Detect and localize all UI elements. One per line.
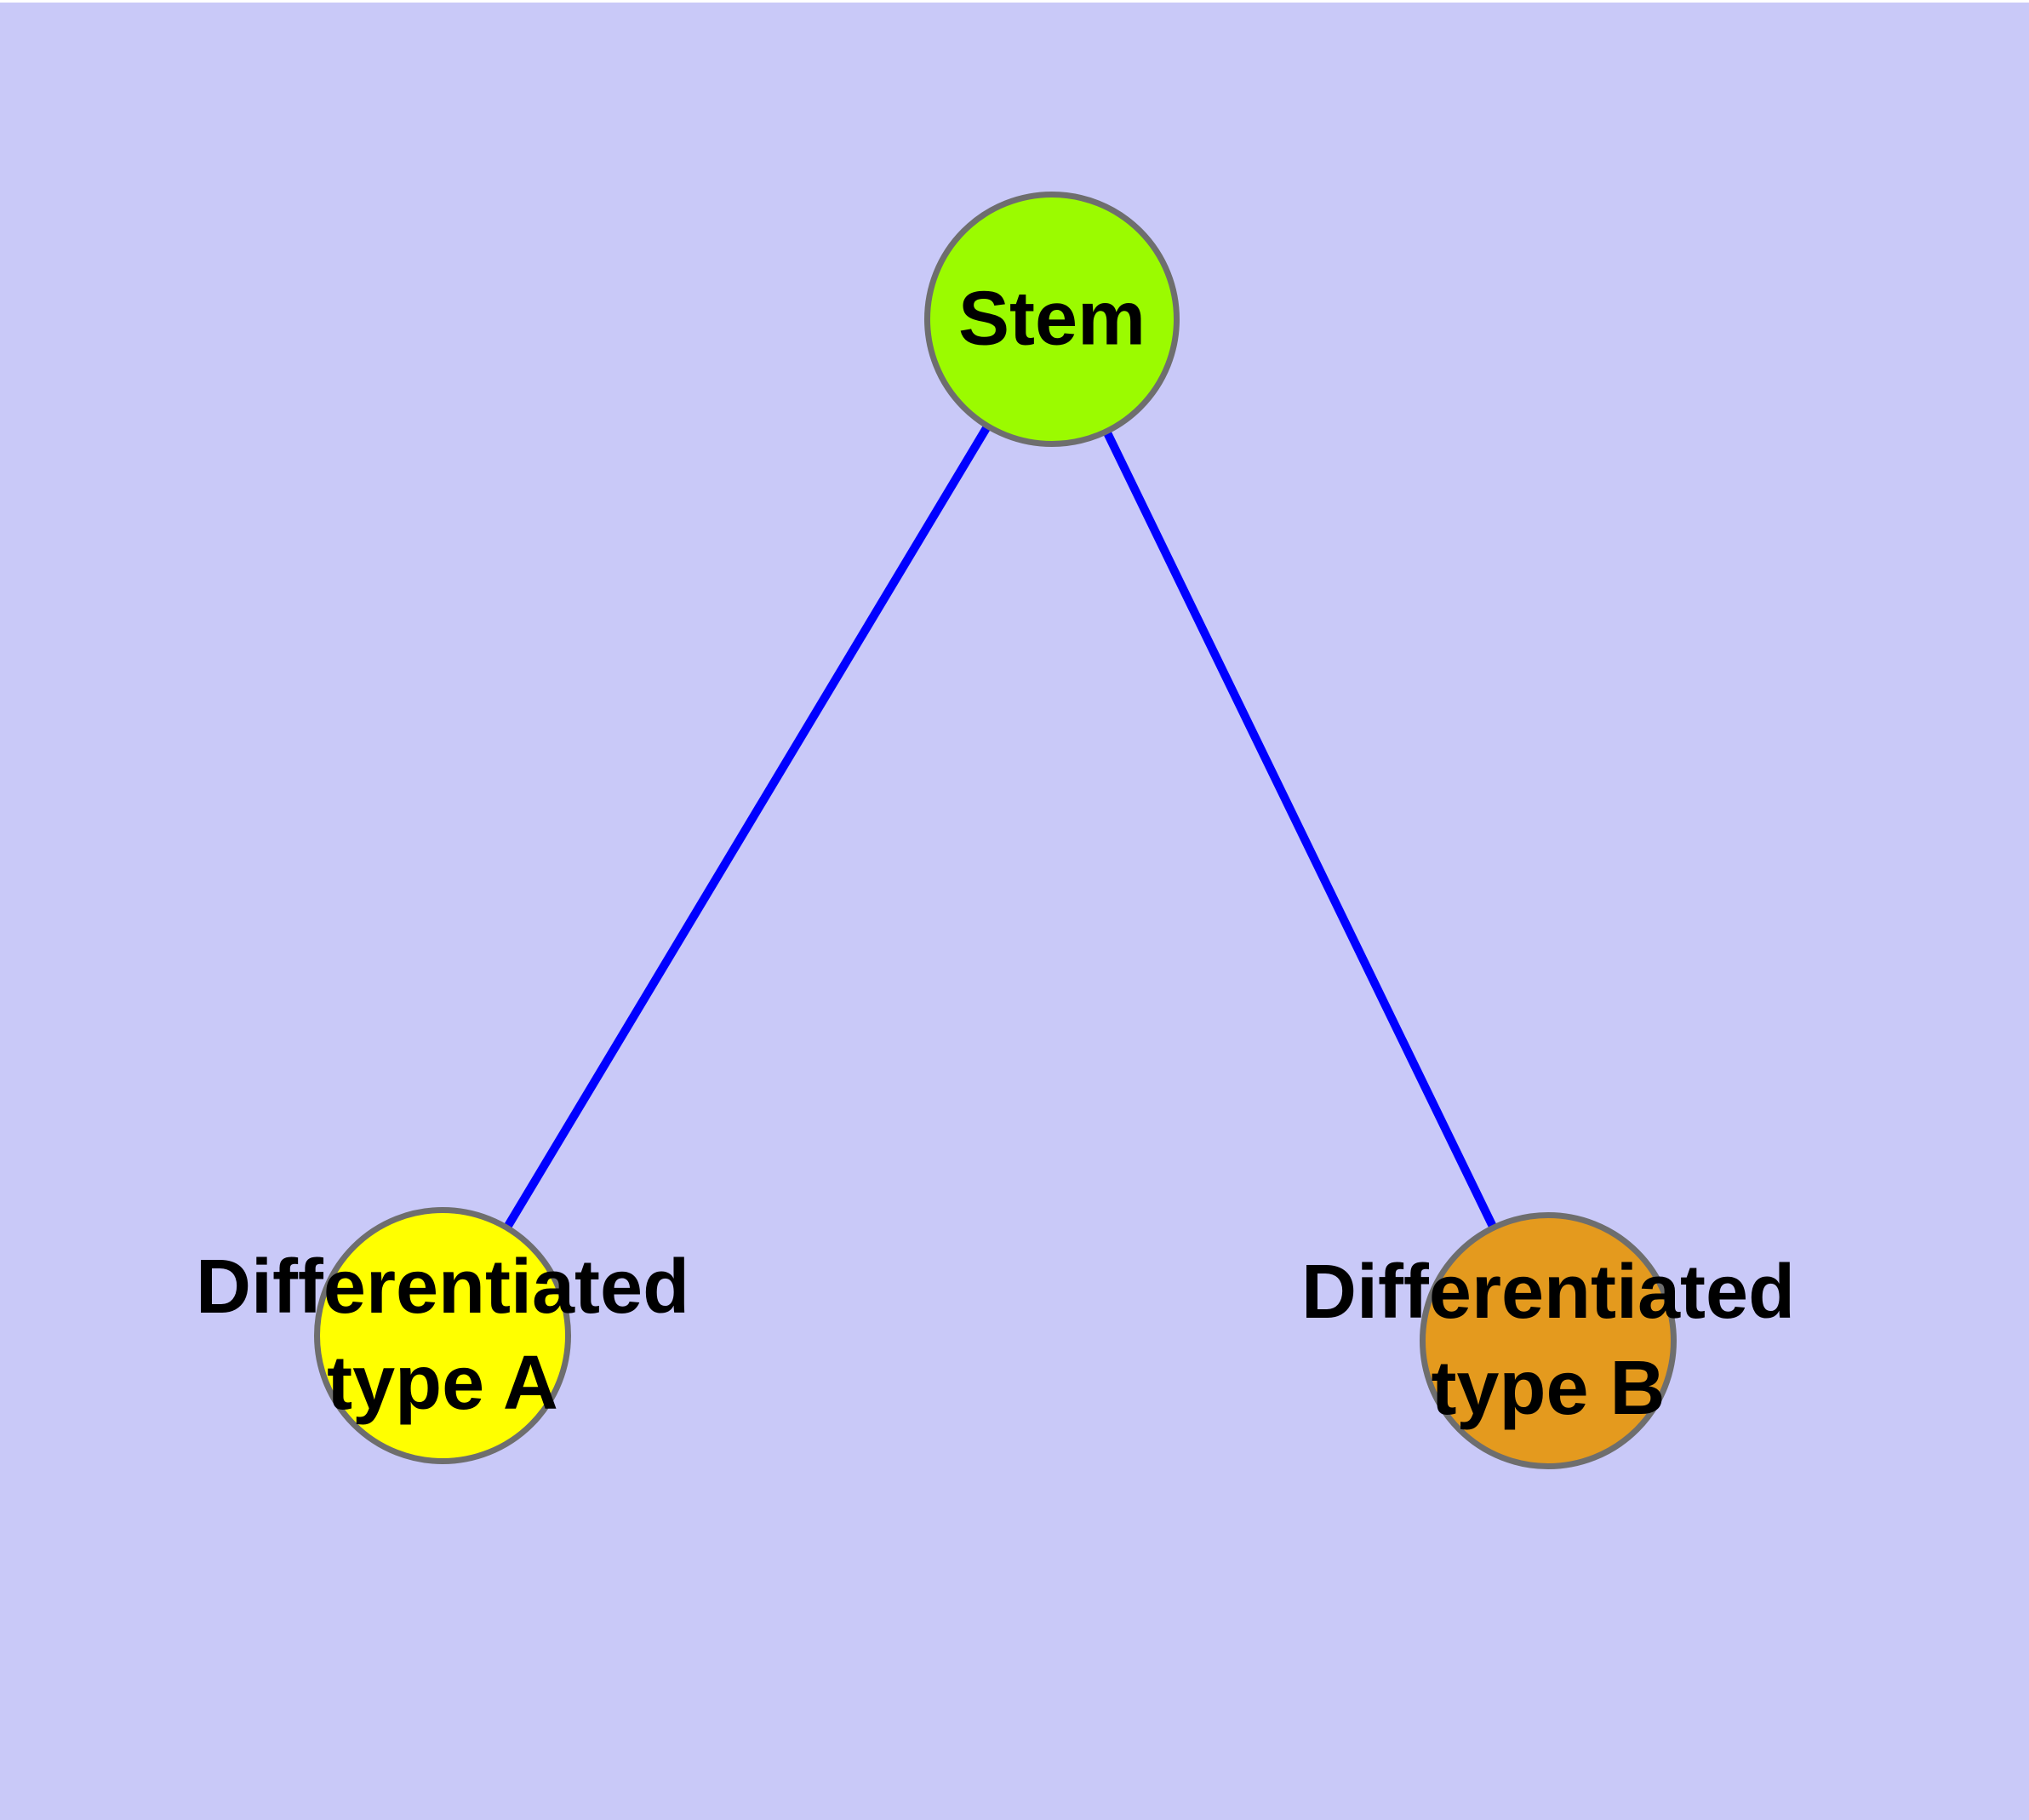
node-label-line: Differentiated xyxy=(1300,1250,1796,1335)
node-differentiated-type-a xyxy=(314,1207,571,1464)
edge-layer xyxy=(439,316,1552,1341)
node-label-differentiated-type-a: Differentiated type A xyxy=(196,1239,689,1432)
node-label-line: Stem xyxy=(957,276,1146,362)
edge-stem-to-differentiated-type-a xyxy=(439,316,1056,1336)
node-label-line: type A xyxy=(327,1341,558,1426)
node-stem xyxy=(924,192,1180,447)
node-label-stem: Stem xyxy=(958,272,1146,368)
node-label-differentiated-type-b: Differentiated type B xyxy=(1301,1245,1795,1437)
node-differentiated-type-b xyxy=(1420,1212,1677,1469)
node-label-line: type B xyxy=(1431,1346,1666,1431)
node-label-line: Differentiated xyxy=(195,1245,690,1330)
edge-stem-to-differentiated-type-b xyxy=(1048,317,1552,1341)
